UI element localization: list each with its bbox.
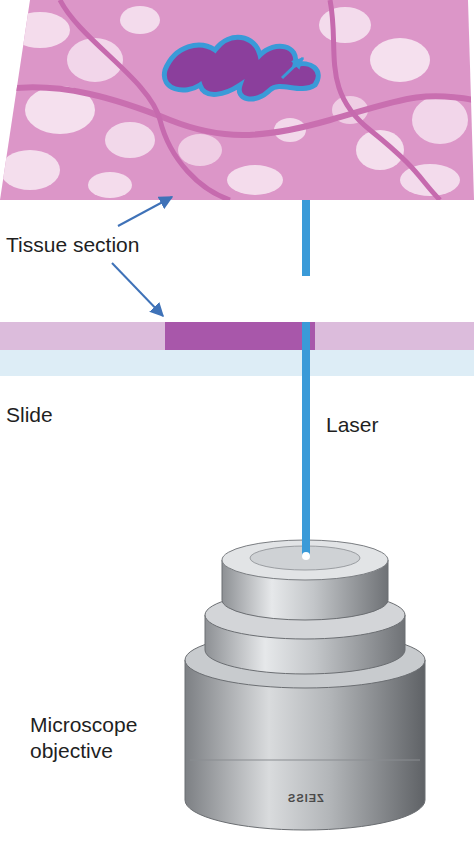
part-label: Microscope objective (30, 712, 170, 765)
part-label: Tissue section (6, 232, 139, 258)
laser-beam (302, 322, 310, 552)
part-label: Slide (6, 402, 53, 428)
pointer-arrow (112, 263, 163, 316)
microscope-objective (185, 530, 425, 830)
slide (0, 322, 474, 376)
part-label: Laser (326, 412, 379, 438)
laser-beam (302, 200, 310, 276)
tissue-image (0, 0, 474, 200)
brand-mark: ZEISS (287, 792, 324, 806)
selected-region (164, 37, 318, 99)
pointer-arrow (118, 197, 172, 226)
